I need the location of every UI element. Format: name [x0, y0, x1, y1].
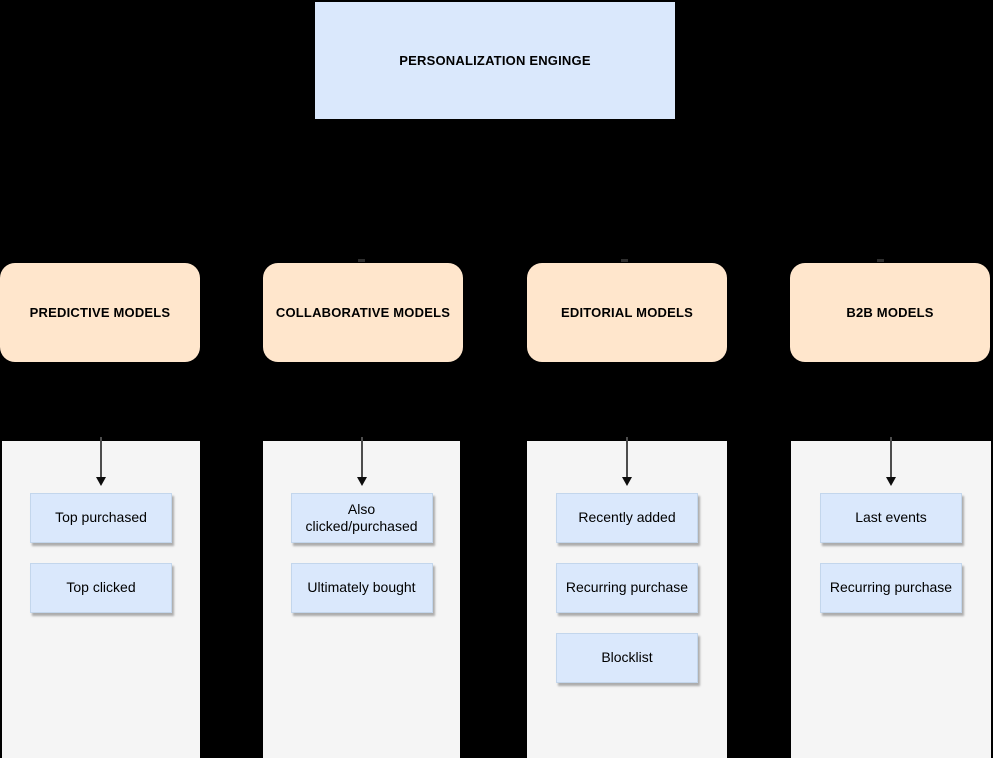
connector-stub-b2b: [877, 259, 884, 262]
down-arrow-icon: [622, 477, 632, 486]
down-arrow-line: [100, 437, 102, 478]
group-panel-predictive: Top purchased Top clicked: [2, 437, 200, 758]
model-item: Ultimately bought: [290, 563, 433, 613]
category-node-predictive-models: PREDICTIVE MODELS: [0, 263, 200, 362]
category-node-collaborative-models: COLLABORATIVE MODELS: [263, 263, 463, 362]
model-item-list: Top purchased Top clicked: [2, 493, 200, 613]
category-label: EDITORIAL MODELS: [560, 305, 693, 320]
down-arrow-line: [890, 437, 892, 478]
down-arrow-icon: [886, 477, 896, 486]
group-panel-editorial: Recently added Recurring purchase Blockl…: [527, 437, 727, 758]
down-arrow-icon: [96, 477, 106, 486]
connector-stub-editorial: [621, 259, 628, 262]
model-item: Top purchased: [30, 493, 172, 543]
down-arrow-line: [626, 437, 628, 478]
group-panel-b2b: Last events Recurring purchase: [791, 437, 991, 758]
root-node-label: PERSONALIZATION ENGINGE: [399, 53, 591, 68]
category-node-editorial-models: EDITORIAL MODELS: [527, 263, 727, 362]
model-item-list: Last events Recurring purchase: [791, 493, 991, 613]
model-item: Top clicked: [30, 563, 172, 613]
category-label: PREDICTIVE MODELS: [29, 305, 171, 320]
root-node-personalization-engine: PERSONALIZATION ENGINGE: [315, 2, 675, 119]
model-item: Also clicked/purchased: [290, 493, 433, 543]
model-item: Last events: [820, 493, 962, 543]
model-item-list: Also clicked/purchased Ultimately bought: [263, 493, 460, 613]
down-arrow-line: [360, 437, 363, 478]
connector-stub-collaborative: [358, 259, 365, 262]
group-panel-collaborative: Also clicked/purchased Ultimately bought: [263, 437, 460, 758]
model-item-list: Recently added Recurring purchase Blockl…: [527, 493, 727, 683]
category-label: COLLABORATIVE MODELS: [275, 305, 451, 320]
down-arrow-icon: [356, 477, 367, 486]
category-label: B2B MODELS: [846, 305, 934, 320]
model-item: Blocklist: [556, 633, 698, 683]
model-item: Recently added: [556, 493, 698, 543]
category-node-b2b-models: B2B MODELS: [790, 263, 990, 362]
model-item: Recurring purchase: [820, 563, 962, 613]
model-item: Recurring purchase: [556, 563, 698, 613]
